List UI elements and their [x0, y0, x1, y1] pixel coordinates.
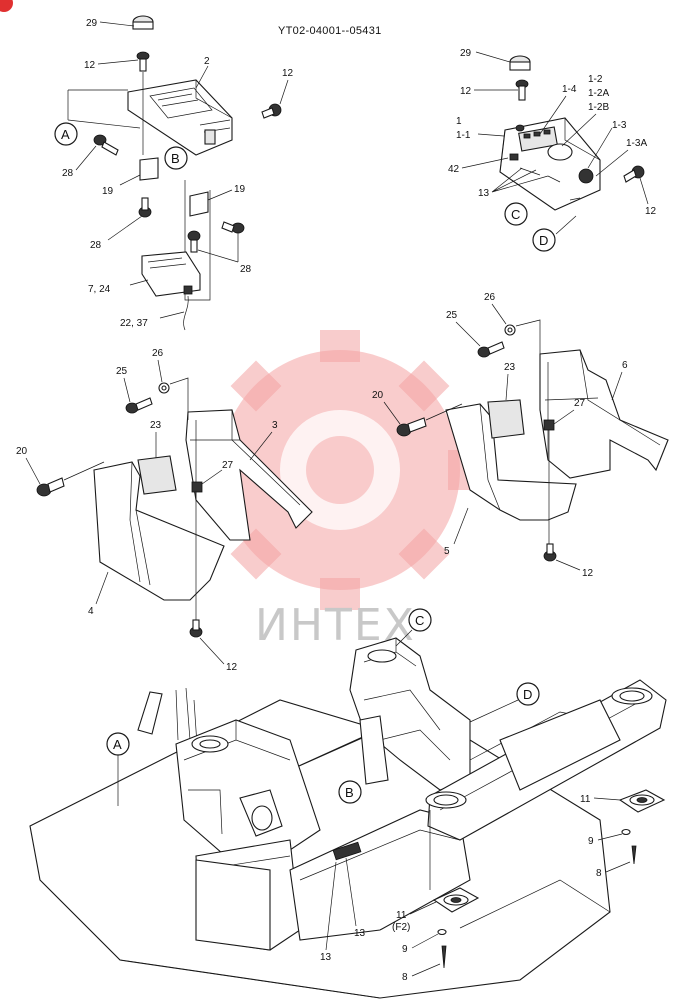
ref-c-label-top: C — [511, 207, 520, 222]
label-29-right: 29 — [460, 48, 472, 59]
label-11-lower: 11 — [396, 910, 407, 921]
drawing-code: YT02-04001--05431 — [278, 25, 382, 37]
label-f2: (F2) — [392, 922, 410, 933]
label-1-4: 1-4 — [562, 84, 577, 95]
label-1-1: 1-1 — [456, 130, 471, 141]
label-13-bottom-a: 13 — [354, 928, 366, 939]
ref-b-circle — [164, 146, 188, 170]
label-23-left: 23 — [150, 420, 162, 431]
label-9-lower: 9 — [402, 944, 408, 955]
ref-b-circle-bottom — [338, 780, 362, 804]
ref-b-label-bottom: B — [345, 785, 354, 800]
label-28-c: 28 — [240, 264, 252, 275]
label-26-left: 26 — [152, 348, 164, 359]
label-6: 6 — [622, 360, 628, 371]
ref-d-circle-top — [532, 228, 556, 252]
label-13-console: 13 — [478, 188, 490, 199]
watermark-gear-icon — [200, 330, 480, 610]
ref-c-circle-top — [504, 202, 528, 226]
corner-marker — [0, 0, 13, 12]
label-28-b: 28 — [90, 240, 102, 251]
cover-right-assembly — [396, 319, 669, 562]
label-20-left: 20 — [16, 446, 28, 457]
ref-c-circle-bottom — [408, 608, 432, 632]
machine-frame — [29, 637, 667, 999]
label-22-37: 22, 37 — [120, 318, 148, 329]
label-26-right: 26 — [484, 292, 496, 303]
label-25-left: 25 — [116, 366, 128, 377]
label-19-a: 19 — [102, 186, 114, 197]
ref-c-label-bottom: C — [415, 613, 424, 628]
ref-b-label: B — [171, 151, 180, 166]
label-19-b: 19 — [234, 184, 246, 195]
label-8-lower: 8 — [402, 972, 408, 983]
panel-2-assembly — [67, 15, 282, 331]
label-2: 2 — [204, 56, 210, 67]
label-12-right: 12 — [282, 68, 294, 79]
label-28-a: 28 — [62, 168, 74, 179]
label-9-upper: 9 — [588, 836, 594, 847]
label-42: 42 — [448, 164, 460, 175]
speaker-lower — [432, 887, 480, 969]
label-1-3a: 1-3A — [626, 138, 647, 149]
label-7-24: 7, 24 — [88, 284, 111, 295]
label-1-2a: 1-2A — [588, 88, 609, 99]
label-1-2: 1-2 — [588, 74, 603, 85]
label-25-right: 25 — [446, 310, 458, 321]
ref-a-label-bottom: A — [113, 737, 122, 752]
label-1-2b: 1-2B — [588, 102, 609, 113]
label-13-bottom-b: 13 — [320, 952, 332, 963]
label-27-left: 27 — [222, 460, 234, 471]
ref-d-label-bottom: D — [523, 687, 532, 702]
cover-left-assembly — [36, 377, 313, 638]
label-5: 5 — [444, 546, 450, 557]
label-8-upper: 8 — [596, 868, 602, 879]
console-1-assembly — [499, 55, 645, 211]
ref-a-circle — [54, 122, 78, 146]
ref-d-label-top: D — [539, 233, 548, 248]
ref-a-label: A — [61, 127, 70, 142]
label-23-right: 23 — [504, 362, 516, 373]
label-3: 3 — [272, 420, 278, 431]
label-27-right: 27 — [574, 398, 586, 409]
label-12-left-bottom: 12 — [226, 662, 238, 673]
label-12: 12 — [84, 60, 96, 71]
label-29: 29 — [86, 18, 98, 29]
label-1-3: 1-3 — [612, 120, 627, 131]
label-12-right-bottom: 12 — [582, 568, 594, 579]
label-1: 1 — [456, 116, 462, 127]
ref-d-circle-bottom — [516, 682, 540, 706]
label-12-console-right: 12 — [645, 206, 657, 217]
label-12-console: 12 — [460, 86, 472, 97]
label-20-right: 20 — [372, 390, 384, 401]
label-4: 4 — [88, 606, 94, 617]
label-11-upper: 11 — [580, 794, 591, 805]
speaker-upper — [618, 789, 666, 865]
